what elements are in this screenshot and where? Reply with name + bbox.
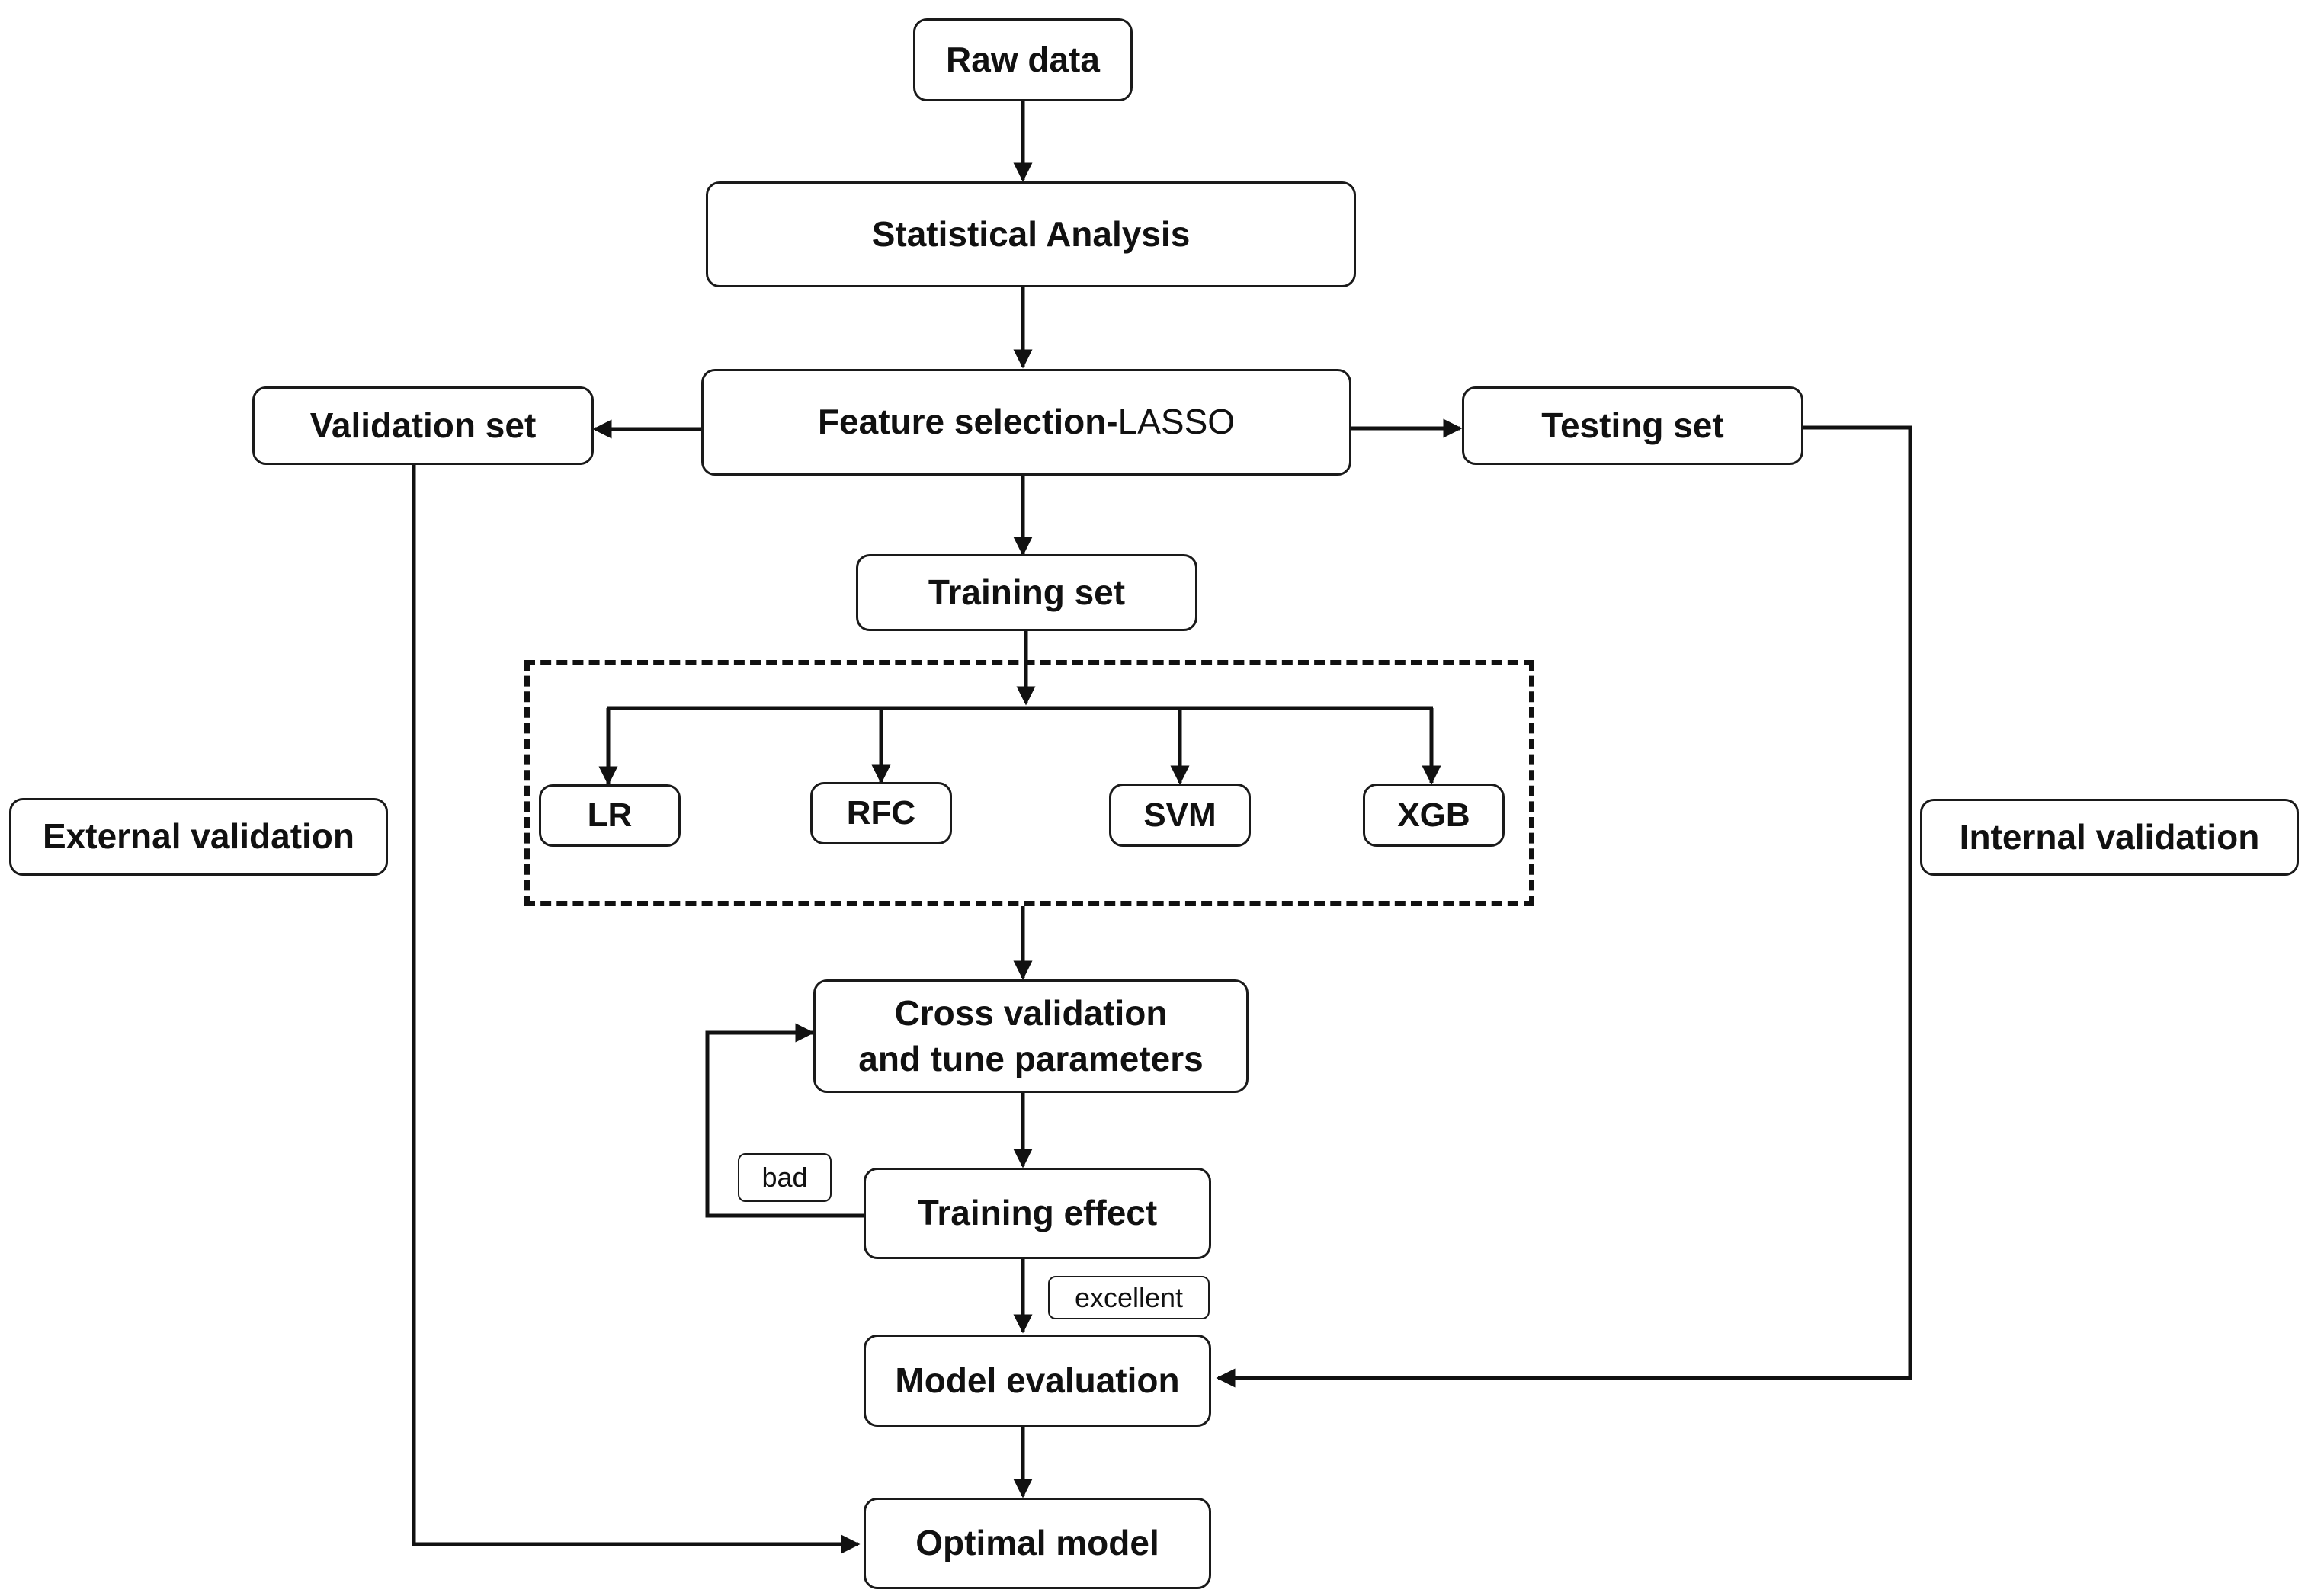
model-svm-node: SVM bbox=[1109, 784, 1251, 847]
feature-selection-method: LASSO bbox=[1117, 402, 1236, 442]
cross-validation-line1: Cross validation bbox=[894, 992, 1168, 1033]
internal-validation-node: Internal validation bbox=[1920, 799, 2299, 876]
testing-set-node: Testing set bbox=[1462, 386, 1803, 465]
edge-testing-to-evaluation bbox=[1216, 425, 1912, 1388]
training-set-node: Training set bbox=[856, 554, 1197, 631]
bad-label: bad bbox=[738, 1153, 832, 1202]
cross-validation-node: Cross validation and tune parameters bbox=[813, 979, 1249, 1093]
model-xgb-node: XGB bbox=[1363, 784, 1505, 847]
feature-selection-separator: - bbox=[1106, 402, 1118, 442]
edge-validation-to-optimal bbox=[412, 464, 861, 1554]
cross-validation-line2: and tune parameters bbox=[858, 1038, 1204, 1078]
optimal-model-node: Optimal model bbox=[864, 1498, 1211, 1589]
model-rfc-node: RFC bbox=[810, 782, 952, 844]
validation-set-node: Validation set bbox=[252, 386, 594, 465]
feature-selection-label: Feature selection bbox=[817, 402, 1107, 442]
edge-bad-loop bbox=[705, 1023, 864, 1218]
external-validation-node: External validation bbox=[9, 798, 388, 876]
feature-selection-node: Feature selection-LASSO bbox=[701, 369, 1351, 476]
model-group-dashed-frame bbox=[524, 660, 1534, 906]
excellent-label: excellent bbox=[1048, 1276, 1210, 1319]
statistical-analysis-node: Statistical Analysis bbox=[706, 181, 1356, 287]
model-lr-node: LR bbox=[539, 784, 681, 847]
model-evaluation-node: Model evaluation bbox=[864, 1335, 1211, 1427]
raw-data-node: Raw data bbox=[913, 18, 1133, 101]
training-effect-node: Training effect bbox=[864, 1168, 1211, 1259]
